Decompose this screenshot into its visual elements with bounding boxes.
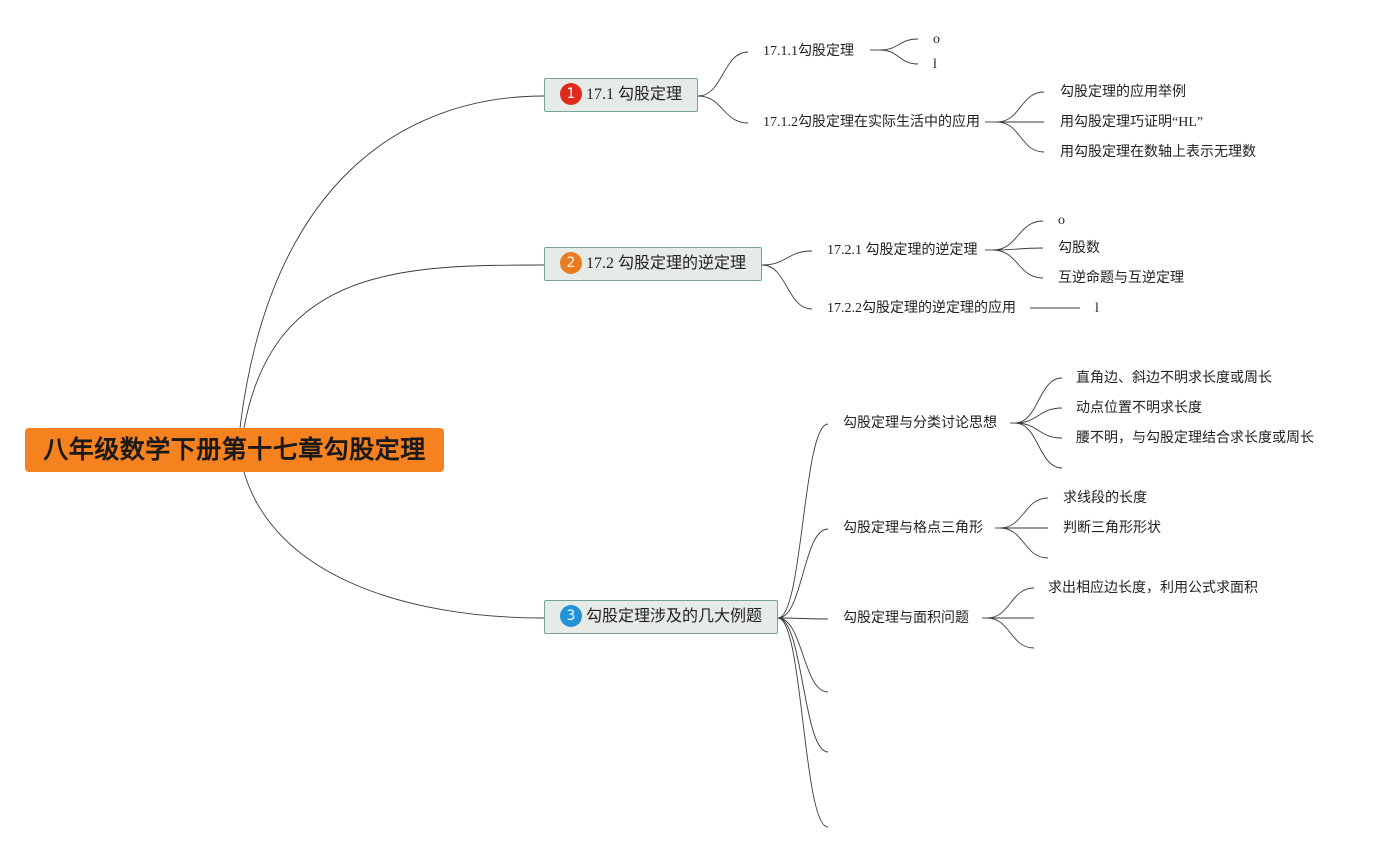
priority-3-icon: 3 xyxy=(560,605,582,628)
priority-2-icon: 2 xyxy=(560,252,582,275)
link-b2-sub1 xyxy=(761,250,813,266)
subtopic-1-2[interactable]: 17.1.2勾股定理在实际生活中的应用 xyxy=(763,115,980,130)
leaf-3-1-3[interactable]: 腰不明，与勾股定理结合求长度或周长 xyxy=(1076,431,1314,446)
link-root-branch-2 xyxy=(243,264,545,429)
link-b2-sub1-leaf2 xyxy=(992,247,1044,251)
link-b3-sub2-leaf1 xyxy=(999,497,1049,529)
link-b3-sub1-leaf4 xyxy=(1014,422,1063,469)
link-b3-sub1-leaf1 xyxy=(1014,377,1063,424)
link-b3-sub1 xyxy=(777,423,829,619)
leaf-1-2-1[interactable]: 勾股定理的应用举例 xyxy=(1060,85,1186,100)
subtopic-2-1[interactable]: 17.2.1 勾股定理的逆定理 xyxy=(827,243,978,258)
link-b3-sub3-leaf3 xyxy=(986,617,1035,649)
root-topic[interactable]: 八年级数学下册第十七章勾股定理 xyxy=(25,428,444,472)
leaf-1-2-2[interactable]: 用勾股定理巧证明“HL” xyxy=(1060,115,1204,130)
link-b1-sub1-leaf1 xyxy=(879,38,919,51)
priority-1-icon: 1 xyxy=(560,83,582,106)
leaf-1-2-3[interactable]: 用勾股定理在数轴上表示无理数 xyxy=(1060,145,1256,160)
link-root-branch-1 xyxy=(239,95,545,429)
branch-topic-2-label: 17.2 勾股定理的逆定理 xyxy=(586,255,747,272)
branch-topic-3-label: 勾股定理涉及的几大例题 xyxy=(586,608,763,625)
leaf-3-1-2[interactable]: 动点位置不明求长度 xyxy=(1076,401,1202,416)
subtopic-3-2[interactable]: 勾股定理与格点三角形 xyxy=(843,521,983,536)
leaf-3-2-1[interactable]: 求线段的长度 xyxy=(1063,491,1147,506)
link-b2-sub1-leaf1 xyxy=(992,220,1044,251)
link-b1-sub2-leaf1 xyxy=(996,91,1045,123)
link-b2-sub1-leaf3 xyxy=(992,249,1044,279)
link-b3-sub3-leaf1 xyxy=(986,587,1035,619)
link-b3-sub1-leaf3 xyxy=(1014,422,1063,439)
link-b1-sub2 xyxy=(697,95,749,124)
link-b3-sub2 xyxy=(777,528,829,619)
leaf-2-2-1[interactable]: l xyxy=(1095,301,1099,316)
link-root-branch-3 xyxy=(243,471,545,619)
link-b2-sub2 xyxy=(761,264,813,310)
leaf-3-2-2[interactable]: 判断三角形形状 xyxy=(1063,521,1161,536)
link-b1-sub2-leaf3 xyxy=(996,121,1045,153)
link-b3-sub2-leaf3 xyxy=(999,527,1049,559)
link-b3-sub1-leaf2 xyxy=(1014,407,1063,424)
link-b3-sub4 xyxy=(777,617,829,693)
leaf-3-1-1[interactable]: 直角边、斜边不明求长度或周长 xyxy=(1076,371,1272,386)
link-b3-sub6 xyxy=(777,617,829,828)
leaf-2-1-3[interactable]: 互逆命题与互逆定理 xyxy=(1058,271,1184,286)
branch-topic-1-label: 17.1 勾股定理 xyxy=(586,86,683,103)
leaf-1-1-2[interactable]: l xyxy=(933,57,937,72)
leaf-3-3-1[interactable]: 求出相应边长度，利用公式求面积 xyxy=(1048,581,1258,596)
link-b3-sub3 xyxy=(777,617,829,620)
leaf-1-1-1[interactable]: o xyxy=(933,32,940,47)
link-b1-sub1 xyxy=(697,51,749,97)
subtopic-3-1[interactable]: 勾股定理与分类讨论思想 xyxy=(843,416,997,431)
subtopic-3-3[interactable]: 勾股定理与面积问题 xyxy=(843,611,969,626)
link-b1-sub1-leaf2 xyxy=(879,49,919,65)
leaf-2-1-1[interactable]: o xyxy=(1058,213,1065,228)
subtopic-1-1[interactable]: 17.1.1勾股定理 xyxy=(763,44,854,59)
link-b3-sub5 xyxy=(777,617,829,753)
leaf-2-1-2[interactable]: 勾股数 xyxy=(1058,241,1100,256)
subtopic-2-2[interactable]: 17.2.2勾股定理的逆定理的应用 xyxy=(827,301,1016,316)
